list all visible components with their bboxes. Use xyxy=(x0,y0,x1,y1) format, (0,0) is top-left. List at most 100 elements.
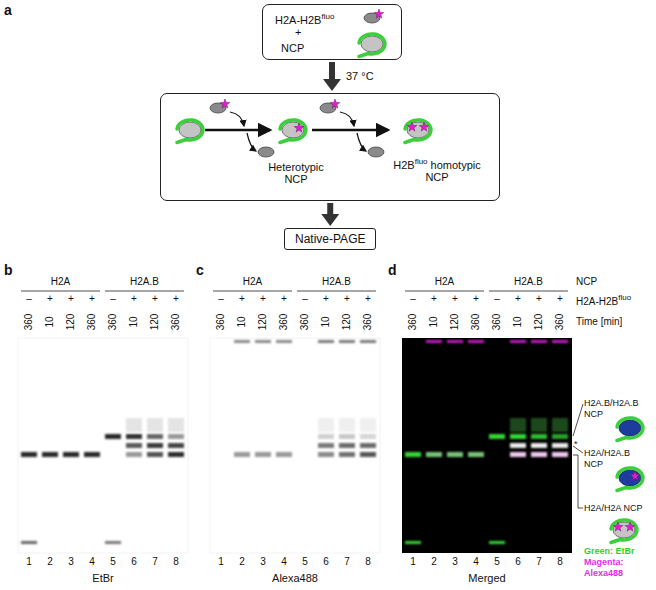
lane-number: 5 xyxy=(302,556,308,568)
text-wrap: Heterotypic NCP xyxy=(256,161,336,185)
node-label: homotypic NCP xyxy=(425,159,480,183)
sign-label: + xyxy=(47,293,53,305)
time-label: 10 xyxy=(128,316,140,327)
gel-etbr xyxy=(18,338,188,553)
time-label: 360 xyxy=(215,314,227,331)
gel-label: EtBr xyxy=(92,572,113,585)
time-label: 10 xyxy=(320,316,332,327)
lane-number: 2 xyxy=(239,556,245,568)
gel-label: Alexa488 xyxy=(272,572,318,585)
time-label: 10 xyxy=(236,316,248,327)
superscript: fluo xyxy=(321,12,334,21)
sign-label: + xyxy=(365,293,371,305)
band-icons xyxy=(611,418,643,543)
time-label: 360 xyxy=(554,314,566,331)
protein-name: H2A-H2B xyxy=(275,14,321,26)
sign-label: + xyxy=(260,293,266,305)
time-label: 360 xyxy=(470,314,482,331)
time-label: 360 xyxy=(299,314,311,331)
sign-label: + xyxy=(557,293,563,305)
band-label: H2A/H2A.B NCP xyxy=(584,448,646,470)
sign-label: – xyxy=(110,293,116,305)
panel-letter: c xyxy=(196,262,204,278)
process-box: Heterotypic NCP H2Bfluohomotypic NCP xyxy=(160,93,500,201)
legend-row: Magenta: Alexa488 xyxy=(584,557,652,579)
protein-name: H2A-H2B xyxy=(576,296,618,307)
superscript: fluo xyxy=(618,293,631,302)
sign-label: + xyxy=(323,293,329,305)
sign-label: + xyxy=(431,293,437,305)
node-label: Native-PAGE xyxy=(295,232,365,246)
gel-merged xyxy=(402,338,572,553)
band-label: H2A.B/H2A.B NCP xyxy=(584,398,646,420)
lane-number: 1 xyxy=(26,556,32,568)
sign-label: + xyxy=(452,293,458,305)
node-label: Heterotypic NCP xyxy=(268,161,324,185)
lane-number: 5 xyxy=(110,556,116,568)
node-label: NCP xyxy=(281,42,304,54)
lane-number: 7 xyxy=(344,556,350,568)
lane-number: 4 xyxy=(281,556,287,568)
gel-alexa xyxy=(210,338,380,553)
arrow-shaft xyxy=(327,203,333,215)
lane-number: 6 xyxy=(515,556,521,568)
process-box: Native-PAGE xyxy=(284,228,376,250)
lane-number: 4 xyxy=(89,556,95,568)
sign-label: – xyxy=(26,293,32,305)
text-wrap: H2Bfluohomotypic NCP xyxy=(381,157,493,183)
row-label: NCP xyxy=(576,276,597,288)
legend-swatch-text: Magenta: Alexa488 xyxy=(584,557,624,578)
time-label: 10 xyxy=(428,316,440,327)
time-label: 360 xyxy=(170,314,182,331)
lane-number: 3 xyxy=(68,556,74,568)
time-label: 120 xyxy=(65,314,77,331)
flow-arrow xyxy=(321,203,339,226)
group-label: H2A.B xyxy=(130,276,159,288)
flow-arrow xyxy=(323,62,341,91)
time-label: 360 xyxy=(278,314,290,331)
gel-label: Merged xyxy=(468,572,505,585)
legend: Green: EtBrMagenta: Alexa488 xyxy=(584,546,652,579)
time-label: 10 xyxy=(512,316,524,327)
plus-sign: + xyxy=(295,26,301,38)
group-label: H2A xyxy=(51,276,70,288)
sign-label: – xyxy=(410,293,416,305)
superscript: fluo xyxy=(415,157,428,166)
group-label: H2A xyxy=(243,276,262,288)
sign-label: + xyxy=(536,293,542,305)
time-label: 360 xyxy=(362,314,374,331)
lane-number: 2 xyxy=(47,556,53,568)
row-label: H2A-H2Bfluo xyxy=(576,293,631,307)
sign-label: + xyxy=(131,293,137,305)
lane-number: 1 xyxy=(410,556,416,568)
legend-swatch-text: Green: EtBr xyxy=(584,546,635,556)
asterisk: * xyxy=(574,439,578,450)
time-label: 120 xyxy=(149,314,161,331)
lane-number: 1 xyxy=(218,556,224,568)
lane-number: 8 xyxy=(557,556,563,568)
sign-label: + xyxy=(152,293,158,305)
sign-label: – xyxy=(494,293,500,305)
exchange-scheme xyxy=(177,99,431,157)
group-label: H2A.B xyxy=(322,276,351,288)
lane-number: 5 xyxy=(494,556,500,568)
sign-label: + xyxy=(68,293,74,305)
lane-number: 7 xyxy=(536,556,542,568)
lane-number: 3 xyxy=(452,556,458,568)
lane-number: 7 xyxy=(152,556,158,568)
leader-lines xyxy=(573,404,583,508)
sign-label: + xyxy=(473,293,479,305)
time-label: 120 xyxy=(341,314,353,331)
panel-letter: a xyxy=(4,2,12,18)
time-label: 120 xyxy=(449,314,461,331)
process-box: H2A-H2Bfluo+NCP xyxy=(262,4,402,60)
time-label: 360 xyxy=(407,314,419,331)
arrow-head xyxy=(321,214,339,226)
time-label: 360 xyxy=(86,314,98,331)
panel-letter: d xyxy=(388,262,397,278)
sign-label: + xyxy=(89,293,95,305)
time-label: 360 xyxy=(107,314,119,331)
text-line: H2A-H2Bfluo xyxy=(275,12,334,26)
sign-label: – xyxy=(218,293,224,305)
node-label: H2B xyxy=(393,159,414,171)
